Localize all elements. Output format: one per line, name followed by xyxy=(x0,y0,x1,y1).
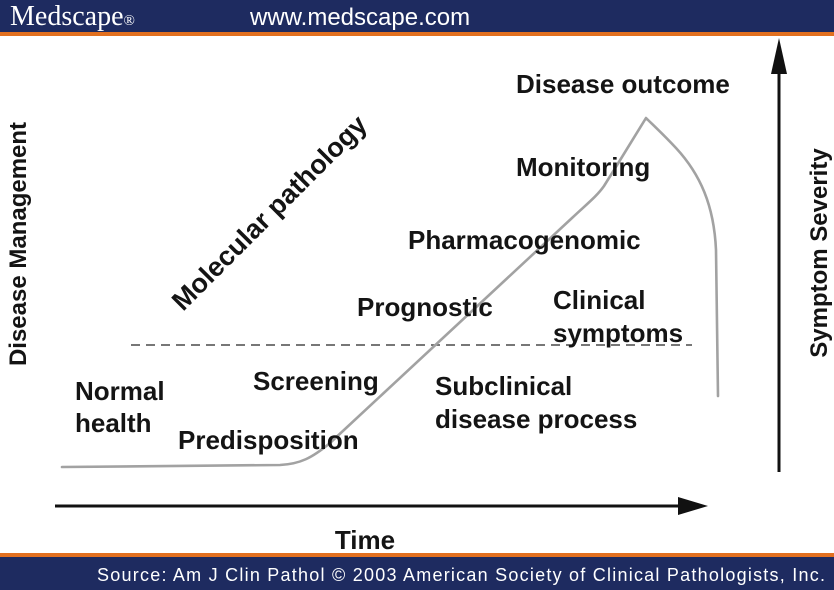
time-axis-arrow xyxy=(55,497,708,515)
label-monitoring: Monitoring xyxy=(516,152,650,182)
footer-source-citation: Source: Am J Clin Pathol © 2003 American… xyxy=(97,565,825,585)
medscape-logo: Medscape® xyxy=(10,1,135,32)
label-normal-health-line1: Normal xyxy=(75,376,165,406)
footer-bar: Source: Am J Clin Pathol © 2003 American… xyxy=(0,553,834,590)
left-axis-title: Disease Management xyxy=(5,122,32,366)
label-prognostic: Prognostic xyxy=(357,292,493,322)
bottom-axis-title: Time xyxy=(335,525,395,555)
logo-registered-mark: ® xyxy=(124,13,135,29)
label-subclinical-line2: disease process xyxy=(435,404,637,434)
symptom-severity-axis-arrowhead xyxy=(771,38,787,74)
label-disease-outcome: Disease outcome xyxy=(516,69,730,99)
label-clinical-symptoms-line1: Clinical xyxy=(553,285,645,315)
label-subclinical-line1: Subclinical xyxy=(435,371,572,401)
label-predisposition: Predisposition xyxy=(178,425,359,455)
label-clinical-symptoms-line2: symptoms xyxy=(553,318,683,348)
symptom-severity-axis-arrow xyxy=(771,38,787,472)
label-screening: Screening xyxy=(253,366,379,396)
right-axis-title: Symptom Severity xyxy=(806,148,833,358)
logo-wordmark: Medscape xyxy=(10,1,124,32)
label-normal-health-line2: health xyxy=(75,408,152,438)
header-accent-line xyxy=(0,32,834,36)
header-bar: Medscape® www.medscape.com xyxy=(0,0,834,36)
time-axis-arrowhead xyxy=(678,497,708,515)
label-pharmacogenomic: Pharmacogenomic xyxy=(408,225,641,255)
footer-background xyxy=(0,557,834,590)
disease-progression-curve xyxy=(60,116,720,469)
footer-accent-line xyxy=(0,553,834,557)
header-url: www.medscape.com xyxy=(249,4,470,31)
header-background xyxy=(0,0,834,32)
